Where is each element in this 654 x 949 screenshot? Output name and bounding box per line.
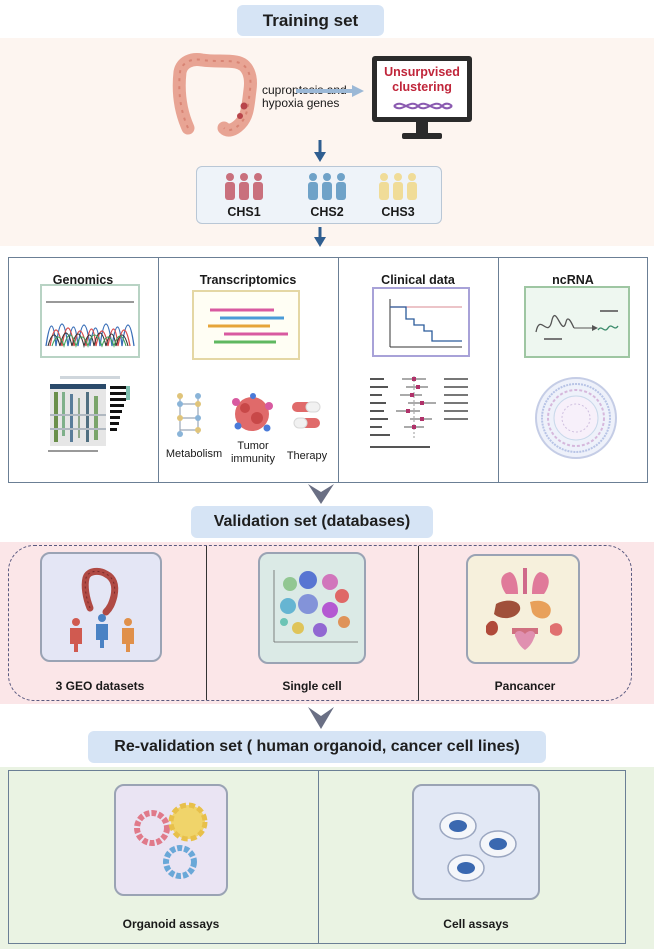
arrow-down-icon [308,484,334,504]
arrow-down-icon [308,707,334,729]
survival-curve-icon [389,299,462,348]
rna-strands-icon [208,308,288,344]
rna-strands-card [192,290,300,360]
cluster-label-chs2: CHS2 [310,205,344,219]
arrow-down-icon [314,227,326,247]
arrow-right-icon [296,85,364,97]
ncrna-card [524,286,630,358]
revalidation-divider [318,770,319,944]
panel-title-clinical-data: Clinical data [381,273,455,287]
organoid-icon [134,802,208,879]
cell-assays-label: Cell assays [443,917,509,931]
panel-clinical-data: Clinical data [338,257,498,483]
revalidation-set-title: Re-validation set ( human organoid, canc… [88,731,546,763]
panel-genomics: Genomics [8,257,158,483]
therapy-label: Therapy [286,450,328,462]
monitor-line1: Unsurpvised [384,65,460,79]
panel-divider [338,257,339,483]
monitor-line2: clustering [392,80,452,94]
tumor-cell-icon [232,393,273,432]
panel-title-transcriptomics: Transcriptomics [199,273,297,287]
monitor-icon [372,56,472,139]
colon-people-icon [70,567,134,652]
arrow-down-icon [314,140,326,162]
panel-divider [498,257,499,483]
organoid-assays-card [114,784,228,896]
panel-divider [158,257,159,483]
validation-divider [206,546,207,700]
lncrna-icon [535,310,619,340]
people-icon [379,173,417,200]
validation-divider [418,546,419,700]
immunity-line: immunity [230,453,275,465]
colon-icon [172,53,257,137]
geo-datasets-card [40,552,162,662]
panel-transcriptomics: Transcriptomics [158,257,338,483]
metabolism-icon [177,393,201,437]
people-icon [308,173,346,200]
panel-title-ncrna: ncRNA [552,273,594,287]
revalidation-frame [8,770,626,944]
chromatogram-chart [40,284,140,358]
oncoplot-icon [40,374,140,458]
chromatogram-icon [45,301,135,349]
cluster-label-chs3: CHS3 [381,205,415,219]
pancancer-card [466,554,580,664]
geo-datasets-label: 3 GEO datasets [55,679,145,693]
organoid-assays-label: Organoid assays [122,917,220,931]
survival-curve-card [372,287,470,357]
validation-frame [8,545,632,701]
tumor-immunity-label: Tumor immunity [226,440,280,466]
cell-assays-card [412,784,540,900]
single-cell-card [258,552,366,664]
revalidation-background [0,767,654,949]
panel-ncrna: ncRNA [498,257,648,483]
forest-plot-icon [366,372,476,458]
circos-plot-icon [535,377,617,459]
cell-dish-icon [439,812,517,882]
organs-icon [486,568,563,650]
single-cell-label: Single cell [282,679,342,693]
genes-label-line2: hypoxia genes [262,96,340,110]
pancancer-label: Pancancer [494,679,556,693]
pill-icon [292,401,321,429]
training-set-title: Training set [237,5,384,36]
validation-set-title: Validation set (databases) [191,506,433,538]
panel-title-genomics: Genomics [52,273,114,287]
metabolism-label: Metabolism [165,448,223,460]
monitor-text: Unsurpvised clustering [378,65,466,95]
tsne-plot-icon [273,570,358,643]
people-icon [225,173,263,200]
cluster-label-chs1: CHS1 [227,205,261,219]
tumor-line: Tumor [237,440,269,452]
